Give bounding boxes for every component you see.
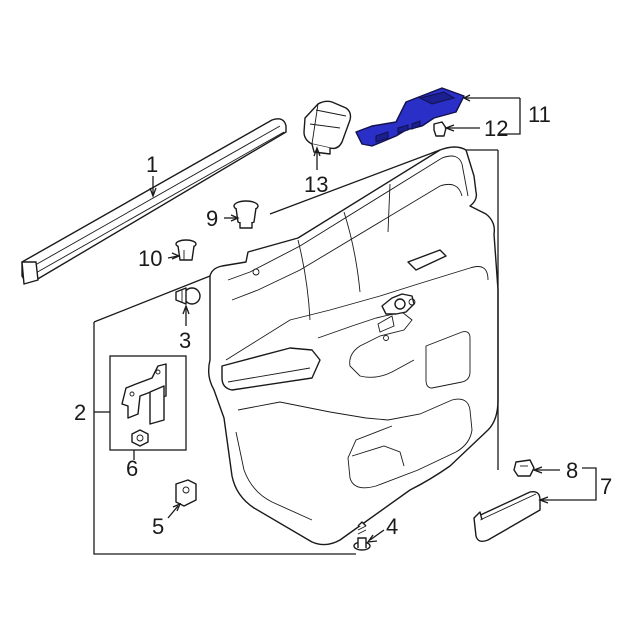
leader-lines [93,94,597,555]
part-6-bracket[interactable] [109,355,187,451]
part-11-switch-bezel[interactable] [355,87,465,147]
callout-labels: 1 2 3 4 5 6 7 8 9 10 11 12 13 [74,102,612,539]
part-3-stud[interactable] [175,287,201,305]
callout-13: 13 [304,172,328,197]
part-9-push-pin[interactable] [233,200,259,229]
part-10-retainer[interactable] [175,239,197,261]
callout-5: 5 [152,514,164,539]
callout-12: 12 [484,116,508,141]
callout-11: 11 [528,102,551,127]
part-13-switch[interactable] [303,100,352,155]
callout-3: 3 [179,328,191,353]
part-1-belt-molding[interactable] [21,118,287,285]
part-8-clip[interactable] [513,459,535,477]
callout-4: 4 [386,514,398,539]
part-5-clip[interactable] [175,479,197,507]
callout-8: 8 [566,458,578,483]
callout-6: 6 [126,456,138,481]
part-12-clip[interactable] [433,121,447,137]
callout-10: 10 [138,246,162,271]
callout-9: 9 [206,206,218,231]
part-7-lamp-cover[interactable] [473,490,541,543]
callout-7: 7 [600,474,612,499]
callout-2: 2 [74,400,86,425]
part-2-door-trim-panel[interactable] [207,146,499,546]
part-4-screw[interactable] [353,521,371,551]
callout-1: 1 [146,152,158,177]
